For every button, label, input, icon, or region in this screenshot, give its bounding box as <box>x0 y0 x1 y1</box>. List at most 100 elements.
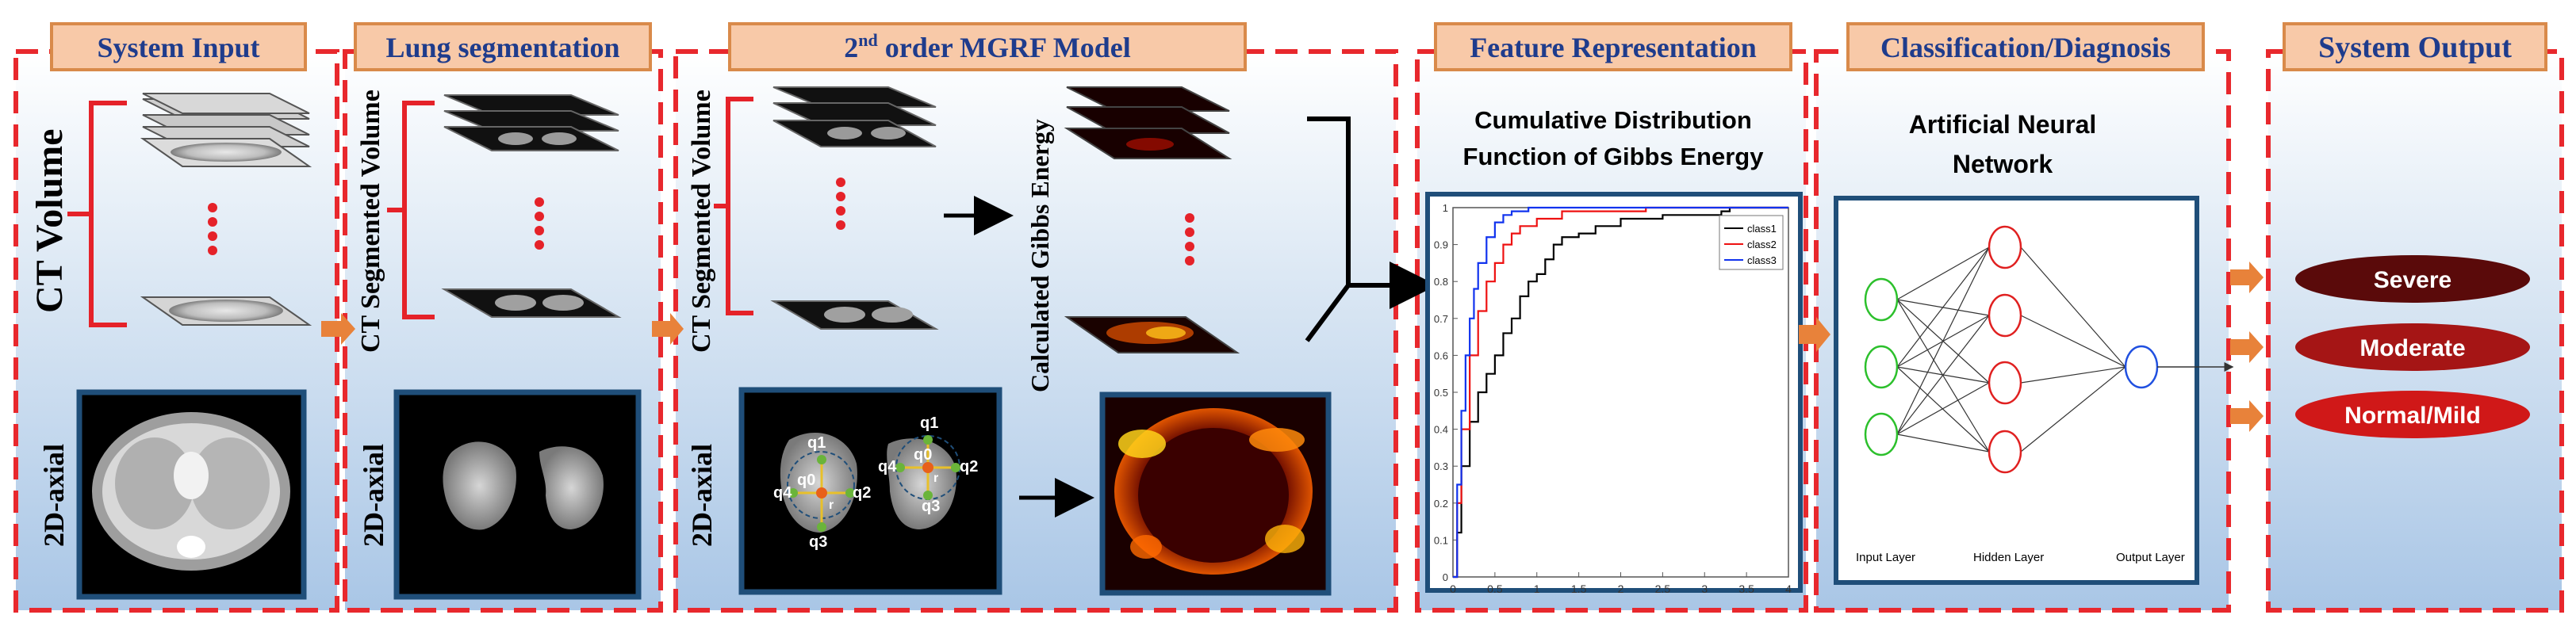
q2-label: q2 <box>853 484 871 502</box>
ann-edge <box>1896 315 1990 435</box>
x-tick-label: 2.5 <box>1655 582 1671 595</box>
y-tick-label: 0 <box>1443 571 1448 583</box>
r-label-b: r <box>933 472 938 485</box>
output-severe <box>2295 255 2530 303</box>
title-feature-representation: Feature Representation <box>1470 32 1757 63</box>
output-moderate-label: Moderate <box>2359 335 2465 361</box>
q0-label: q0 <box>797 472 815 489</box>
arrow-orange-3 <box>1799 317 1830 352</box>
r-label: r <box>829 498 834 512</box>
series-line-class3 <box>1453 206 1788 579</box>
ann-edge <box>1896 246 1990 368</box>
q4-label-b: q4 <box>878 458 897 476</box>
cdf-subtitle-1: Cumulative Distribution <box>1474 106 1752 134</box>
title-mgrf-model: 2nd order MGRF Model <box>844 30 1130 63</box>
x-tick-label: 4 <box>1785 582 1792 595</box>
ellipsis-dots <box>836 178 845 230</box>
ann-edge <box>1896 382 1990 435</box>
arrow-orange-out-2 <box>2230 331 2264 363</box>
arrow-orange-out-3 <box>2230 400 2264 432</box>
output-normal <box>2295 391 2530 438</box>
title-system-input: System Input <box>97 32 259 63</box>
hidden-neuron <box>1988 293 2022 338</box>
seg-axial-image <box>393 389 642 600</box>
ann-edge <box>2020 366 2126 453</box>
arrow-orange-1 <box>321 313 355 345</box>
x-tick-label: 1 <box>1534 582 1540 595</box>
y-tick-label: 0.1 <box>1434 534 1448 546</box>
legend-label-class1: class1 <box>1747 223 1777 235</box>
ellipsis-dots <box>1185 213 1194 265</box>
x-tick-label: 2 <box>1618 582 1624 595</box>
output-neuron <box>2124 345 2159 389</box>
x-tick-label: 0.5 <box>1487 582 1503 595</box>
label-2d-axial-3: 2D-axial <box>686 444 718 547</box>
q2-label-b: q2 <box>960 458 978 476</box>
q3-label: q3 <box>809 533 827 551</box>
y-tick-label: 0.4 <box>1434 424 1448 436</box>
input-neuron <box>1864 277 1899 322</box>
label-ct-segmented-volume-1: CT Segmented Volume <box>356 90 385 353</box>
y-tick-label: 0.2 <box>1434 498 1448 510</box>
ann-edge <box>1896 433 1990 453</box>
x-tick-label: 3 <box>1701 582 1708 595</box>
cdf-subtitle-2: Function of Gibbs Energy <box>1463 143 1765 170</box>
ann-input-layer-label: Input Layer <box>1856 551 1915 564</box>
q0-label-b: q0 <box>914 446 932 464</box>
ann-edge <box>1896 246 1990 300</box>
input-neuron <box>1864 412 1899 456</box>
q1-label-b: q1 <box>920 414 938 432</box>
energy-slice-stack <box>1064 86 1240 353</box>
y-tick-label: 0.6 <box>1434 349 1448 361</box>
output-normal-label: Normal/Mild <box>2344 403 2481 429</box>
arrow-orange-2 <box>652 313 684 345</box>
ellipsis-dots <box>208 203 217 255</box>
series-line-class1 <box>1453 206 1788 579</box>
bracket-seg <box>387 101 435 319</box>
label-2d-axial-2: 2D-axial <box>358 444 389 547</box>
arrow-orange-out-1 <box>2230 262 2264 293</box>
legend-label-class2: class2 <box>1747 239 1777 250</box>
y-tick-label: 0.7 <box>1434 313 1448 325</box>
hidden-neuron <box>1988 361 2022 405</box>
ann-edge <box>2020 315 2126 368</box>
ann-output-layer-label: Output Layer <box>2116 551 2185 564</box>
ann-edge <box>2020 366 2126 384</box>
bracket-ct <box>67 101 127 327</box>
q3-label-b: q3 <box>922 498 940 515</box>
title-lung-segmentation: Lung segmentation <box>385 32 619 63</box>
ann-edge <box>1896 246 1990 435</box>
q4-label: q4 <box>773 484 792 502</box>
input-neuron <box>1864 345 1899 389</box>
y-tick-label: 0.5 <box>1434 387 1448 399</box>
output-severe-label: Severe <box>2374 267 2451 293</box>
y-tick-label: 0.3 <box>1434 460 1448 472</box>
legend-label-class3: class3 <box>1747 254 1777 266</box>
ann-edge <box>1896 366 1990 453</box>
title-system-output: System Output <box>2318 31 2512 64</box>
gibbs-heatmap-image <box>1099 391 1332 596</box>
series-line-class2 <box>1453 206 1788 579</box>
ann-subtitle-2: Network <box>1953 150 2053 178</box>
label-ct-volume: CT Volume <box>29 128 71 313</box>
bracket-mgrf <box>714 97 753 315</box>
seg-slice-stack <box>441 94 622 318</box>
x-tick-label: 1.5 <box>1571 582 1587 595</box>
ann-edge <box>1896 299 1990 453</box>
ann-edge <box>2020 246 2126 368</box>
y-tick-label: 0.8 <box>1434 276 1448 288</box>
ann-hidden-layer-label: Hidden Layer <box>1973 551 2044 564</box>
q1-label: q1 <box>807 434 826 452</box>
neighborhood-axial-image <box>738 387 1002 595</box>
ct-axial-image <box>76 389 307 600</box>
label-gibbs-energy: Calculated Gibbs Energy <box>1025 119 1054 392</box>
mgrf-slice-stack <box>770 86 939 330</box>
ct-slice-stack <box>140 93 312 326</box>
output-moderate <box>2295 323 2530 371</box>
label-2d-axial-1: 2D-axial <box>38 444 70 547</box>
title-classification: Classification/Diagnosis <box>1880 32 2171 63</box>
hidden-neuron <box>1988 430 2022 474</box>
ann-network <box>1864 225 2234 474</box>
